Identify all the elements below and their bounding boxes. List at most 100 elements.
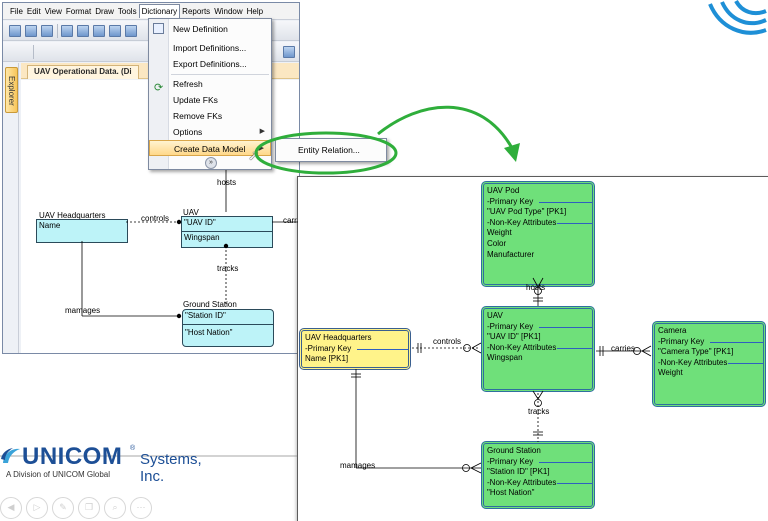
play-icon[interactable]: ▷: [26, 497, 48, 519]
host-nation-attr: "Host Nation": [185, 328, 233, 337]
expand-menu-chevron-icon[interactable]: »: [205, 157, 217, 169]
new-definition-icon: [153, 23, 164, 34]
ground-station-entity[interactable]: Ground Station -Primary Key "Station ID"…: [481, 441, 595, 509]
menu-window[interactable]: Window: [214, 6, 243, 16]
ground-station-entity[interactable]: "Station ID" "Host Nation": [182, 309, 274, 347]
manages-label: mamages: [340, 461, 376, 470]
copy-icon[interactable]: [77, 25, 89, 37]
menu-item-entity-relation[interactable]: Entity Relation...: [278, 142, 384, 158]
menu-item-refresh[interactable]: Refresh: [149, 76, 271, 92]
entity-row: -Primary Key: [658, 337, 763, 348]
open-icon[interactable]: [25, 25, 37, 37]
entity-title: UAV Headquarters: [305, 333, 372, 342]
logo-subtitle: A Division of UNICOM Global: [6, 470, 111, 479]
menu-tools[interactable]: Tools: [117, 6, 137, 16]
entity-row: -Non-Key Attributes: [487, 218, 592, 229]
manages-label: mamages: [65, 306, 101, 315]
menu-reports[interactable]: Reports: [182, 6, 211, 16]
tracks-label: tracks: [528, 407, 550, 416]
hosts-label: hosts: [217, 178, 237, 187]
copy-icon[interactable]: ❐: [78, 497, 100, 519]
generated-er-diagram-window[interactable]: UAV Pod -Primary Key "UAV Pod Type" [PK1…: [297, 176, 768, 521]
entity-row: -Primary Key: [487, 457, 592, 468]
logo-trademark: ®: [130, 445, 136, 452]
create-data-model-submenu: Entity Relation...: [275, 138, 387, 162]
menu-file[interactable]: File: [10, 6, 23, 16]
menu-edit[interactable]: Edit: [26, 6, 41, 16]
uav-wingspan-attr: Wingspan: [184, 233, 220, 242]
explorer-panel: Explorer: [3, 63, 19, 353]
menu-view[interactable]: View: [44, 6, 62, 16]
menu-item-import-definitions[interactable]: Import Definitions...: [149, 40, 271, 56]
uav-pod-entity[interactable]: UAV Pod -Primary Key "UAV Pod Type" [PK1…: [481, 181, 595, 287]
entity-row: Name [PK1]: [305, 354, 349, 364]
redo-icon[interactable]: [125, 25, 137, 37]
corner-globe-logo-icon: [708, 0, 767, 35]
menu-item-update-fks[interactable]: Update FKs: [149, 92, 271, 108]
line-style-icon[interactable]: [283, 46, 295, 58]
menu-separator: [171, 74, 269, 75]
menu-item-export-definitions[interactable]: Export Definitions...: [149, 56, 271, 72]
carries-label: carries: [611, 344, 636, 353]
unicom-swirl-icon: [1, 448, 20, 463]
entity-row: -Primary Key: [487, 197, 592, 208]
menu-icon-column: ⟳: [149, 19, 169, 169]
menu-dictionary[interactable]: Dictionary: [138, 4, 181, 18]
menu-item-label: Entity Relation...: [298, 145, 360, 155]
uav-headquarters-entity[interactable]: UAV Headquarters -Primary Key Name [PK1]: [299, 328, 411, 370]
logo-company-suffix: Systems, Inc.: [140, 451, 202, 485]
entity-row: -Non-Key Attributes: [487, 343, 592, 354]
entity-row: "UAV Pod Type" [PK1]: [487, 207, 567, 217]
save-icon[interactable]: [61, 25, 73, 37]
entity-row: -Non-Key Attributes: [487, 478, 592, 489]
mouse-pointer-icon: ➚: [248, 147, 260, 163]
entity-row: Color: [487, 238, 507, 248]
menu-item-label: Remove FKs: [173, 111, 223, 121]
logo-wordmark: UNICOM: [22, 443, 123, 470]
pen-icon[interactable]: ✎: [52, 497, 74, 519]
more-icon[interactable]: ⋯: [130, 497, 152, 519]
menu-item-new-definition[interactable]: New Definition: [149, 21, 271, 37]
menu-item-label: Update FKs: [173, 95, 218, 105]
open-project-icon[interactable]: [41, 25, 53, 37]
menu-item-label: New Definition: [173, 24, 228, 34]
undo-icon[interactable]: [109, 25, 121, 37]
entity-row: -Primary Key: [305, 344, 408, 355]
document-tab[interactable]: UAV Operational Data. (Di: [27, 65, 139, 79]
unicom-logo: UNICOM ® Systems, Inc. A Division of UNI…: [0, 443, 202, 521]
menu-format[interactable]: Format: [65, 6, 92, 16]
annotation-arrow-head: [504, 143, 520, 162]
ground-station-title: Ground Station: [183, 300, 237, 309]
entity-row: "Host Nation": [487, 488, 535, 498]
entity-row: "Camera Type" [PK1]: [658, 347, 734, 357]
annotation-arrow-path: [377, 105, 514, 149]
explorer-tab[interactable]: Explorer: [5, 67, 18, 113]
back-icon[interactable]: ◀: [0, 497, 22, 519]
uav-title: UAV: [183, 208, 199, 217]
entity-row: Weight: [658, 368, 683, 378]
menu-draw[interactable]: Draw: [95, 6, 114, 16]
entity-row: -Non-Key Attributes: [658, 358, 763, 369]
hq-entity[interactable]: Name: [36, 219, 128, 243]
entity-row: Manufacturer: [487, 249, 535, 259]
entity-row: "UAV ID" [PK1]: [487, 332, 541, 342]
entity-title: UAV: [487, 311, 503, 320]
menu-item-label: Create Data Model: [174, 144, 246, 154]
uav-entity[interactable]: "UAV ID" Wingspan: [181, 216, 273, 248]
controls-label: controls: [141, 214, 170, 223]
entity-row: Wingspan: [487, 353, 523, 363]
menu-item-remove-fks[interactable]: Remove FKs: [149, 108, 271, 124]
search-icon[interactable]: ⌕: [104, 497, 126, 519]
entity-row: Weight: [487, 228, 512, 238]
menu-help[interactable]: Help: [246, 6, 264, 16]
camera-entity[interactable]: Camera -Primary Key "Camera Type" [PK1] …: [652, 321, 766, 407]
toolbar-separator: [57, 24, 58, 38]
menu-item-label: Refresh: [173, 79, 203, 89]
dictionary-menu: ⟳ New Definition Import Definitions... E…: [148, 18, 272, 170]
carries-label: carri: [283, 216, 299, 225]
new-icon[interactable]: [9, 25, 21, 37]
print-icon[interactable]: [93, 25, 105, 37]
uav-entity[interactable]: UAV -Primary Key "UAV ID" [PK1] -Non-Key…: [481, 306, 595, 392]
tracks-label: tracks: [217, 264, 239, 273]
menu-item-options[interactable]: Options▶: [149, 124, 271, 140]
